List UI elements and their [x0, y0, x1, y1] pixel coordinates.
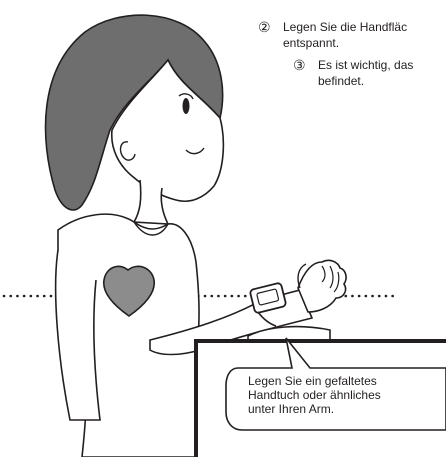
- callout-line1: Legen Sie ein gefaltetes: [248, 374, 428, 388]
- callout-line2: Handtuch oder ähnliches: [248, 388, 428, 402]
- callout-text: Legen Sie ein gefaltetes Handtuch oder ä…: [248, 374, 428, 416]
- callout-line3: unter Ihren Arm.: [248, 402, 428, 416]
- step2-number: ②: [258, 20, 271, 34]
- eye: [183, 98, 190, 114]
- step3-text-line1: Es ist wichtig, das: [318, 58, 413, 72]
- step3-text-line2: befindet.: [318, 74, 364, 88]
- step2-text-line2: entspannt.: [283, 36, 339, 50]
- step2-text-line1: Legen Sie die Handfläc: [283, 20, 407, 34]
- hand: [298, 260, 346, 312]
- step3-number: ③: [293, 58, 306, 72]
